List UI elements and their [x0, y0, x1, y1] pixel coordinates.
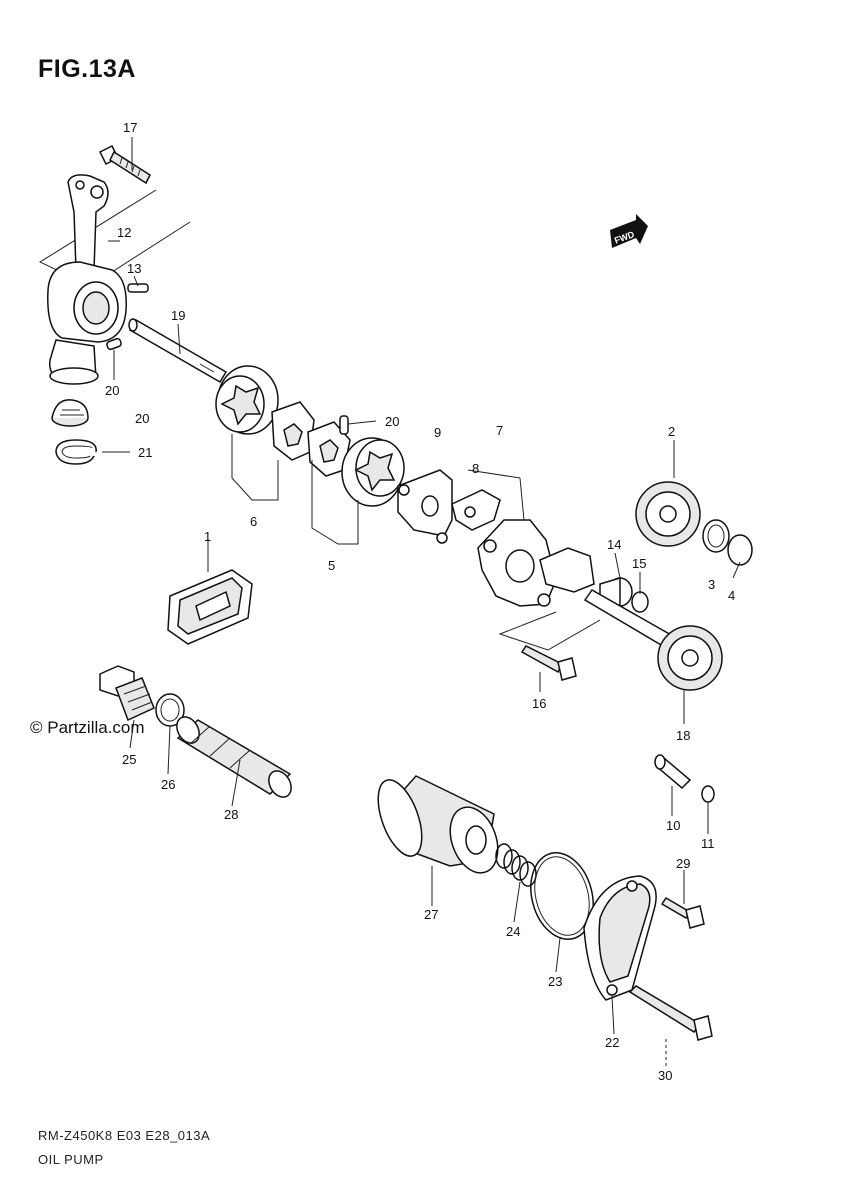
part-20-dowel-pin-lower[interactable]	[339, 415, 349, 435]
callout-25: 24	[506, 924, 520, 939]
part-13-pin[interactable]	[127, 283, 149, 293]
callout-17: 17	[123, 120, 137, 135]
part-15-o-ring[interactable]	[631, 591, 649, 613]
callout-28: 27	[424, 907, 438, 922]
callout-29: 28	[224, 807, 238, 822]
part-22-circlip[interactable]	[55, 439, 97, 465]
callout-31: 30	[658, 1068, 672, 1083]
callout-20-upper: 20	[105, 383, 119, 398]
callout-10: 10	[666, 818, 680, 833]
callout-11: 11	[701, 836, 715, 851]
part-25-spring[interactable]	[495, 843, 537, 887]
part-6-inner-rotor[interactable]	[271, 401, 315, 461]
part-19-shaft[interactable]	[128, 318, 228, 384]
leader-lines	[102, 137, 741, 1066]
part-6-outer-rotor[interactable]	[215, 365, 279, 435]
part-31-bolt[interactable]	[628, 985, 713, 1041]
callout-19: 19	[171, 308, 185, 323]
part-1-gasket[interactable]	[167, 569, 253, 645]
copyright-watermark: © Partzilla.com	[30, 718, 145, 737]
part-18-shaft-gear[interactable]	[583, 589, 723, 691]
figure-title: FIG.13A	[38, 55, 136, 83]
callout-12: 12	[117, 225, 131, 240]
part-30-bolt[interactable]	[660, 896, 705, 929]
callout-labels: 17 12 13 19 20 20 21 20 9 7 8 2 6 5 1 14…	[105, 120, 735, 1083]
part-17-bolt[interactable]	[98, 144, 151, 185]
part-5-outer-rotor[interactable]	[341, 437, 405, 507]
part-16-bolt[interactable]	[520, 645, 577, 681]
diagram-subtitle: OIL PUMP	[38, 1152, 104, 1167]
callout-6: 6	[250, 514, 257, 529]
callout-13: 13	[127, 261, 141, 276]
callout-1: 1	[204, 529, 211, 544]
callout-9: 9	[434, 425, 441, 440]
part-9-plate[interactable]	[397, 469, 453, 544]
part-8-plate[interactable]	[451, 489, 501, 531]
callout-5: 5	[328, 558, 335, 573]
part-8-guide	[467, 469, 521, 479]
callout-21: 20	[135, 411, 149, 426]
callout-18: 18	[676, 728, 690, 743]
callout-4: 4	[728, 588, 735, 603]
oil-pump-housing[interactable]	[47, 174, 127, 385]
part-26-drain-plug[interactable]	[99, 665, 155, 722]
part-23-filter-cover[interactable]	[583, 875, 657, 1001]
part-7-pump-body[interactable]	[477, 519, 595, 607]
callout-15: 15	[632, 556, 646, 571]
callout-2: 2	[668, 424, 675, 439]
part-3-washer[interactable]	[702, 519, 730, 553]
part-5-inner-rotor[interactable]	[307, 421, 351, 477]
part-11-o-ring[interactable]	[701, 785, 715, 803]
part-20-dowel-pin-upper[interactable]	[106, 337, 122, 351]
fwd-arrow-icon: FWD	[610, 214, 648, 248]
callout-27: 26	[161, 777, 175, 792]
diagram-code: RM-Z450K8 E03 E28_013A	[38, 1128, 211, 1143]
callout-24: 23	[548, 974, 562, 989]
callout-20-lower: 20	[385, 414, 399, 429]
callout-22: 21	[138, 445, 152, 460]
part-7-leader	[519, 477, 525, 521]
part-28-oil-filter[interactable]	[369, 774, 506, 879]
callout-30: 29	[676, 856, 690, 871]
callout-16: 16	[532, 696, 546, 711]
callout-3: 3	[708, 577, 715, 592]
part-16-guide	[498, 611, 601, 651]
callout-26: 25	[122, 752, 136, 767]
part-21-cap[interactable]	[51, 399, 89, 427]
part-10-union-bolt[interactable]	[654, 754, 692, 790]
part-24-o-ring[interactable]	[522, 846, 603, 947]
callout-14: 14	[607, 537, 621, 552]
part-29-oil-screen[interactable]	[172, 713, 295, 801]
part-2-gear[interactable]	[635, 481, 701, 547]
part-4-circlip[interactable]	[727, 534, 753, 566]
callout-23: 22	[605, 1035, 619, 1050]
callout-7: 7	[496, 423, 503, 438]
callout-8: 8	[472, 461, 479, 476]
